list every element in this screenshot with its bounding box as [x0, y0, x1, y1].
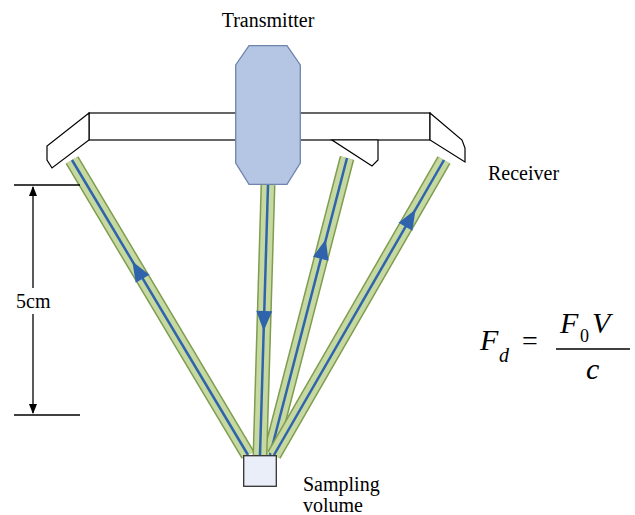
receiver-element [430, 113, 465, 162]
formula-symbol: V [592, 306, 610, 339]
dimension-line [14, 185, 80, 415]
formula-subscript: d [499, 344, 509, 366]
formula-symbol: F [480, 323, 498, 356]
return-beam [72, 160, 248, 455]
probe-bar [89, 113, 239, 140]
return-beam [270, 158, 347, 455]
probe-bar [290, 113, 430, 140]
formula-symbol: c [586, 352, 599, 385]
return-beam [274, 160, 444, 455]
transmitter-housing-outline [235, 45, 301, 185]
part-label: Sampling volume [303, 474, 403, 515]
sampling-volume: Sampling volume [243, 455, 277, 487]
formula-subscript: 0 [580, 327, 589, 347]
receiver-element [47, 113, 89, 168]
part-label: Receiver [488, 162, 559, 184]
transmit-beam [256, 185, 273, 455]
transmitter-housing: Transmitter [235, 45, 301, 185]
sampling-volume-outline [243, 455, 277, 487]
part-label: Transmitter [175, 9, 361, 31]
fraction-bar [556, 348, 630, 350]
formula-symbol: F [560, 306, 578, 339]
dimension-label: 5cm [14, 288, 52, 314]
formula-symbol: = [522, 326, 538, 357]
